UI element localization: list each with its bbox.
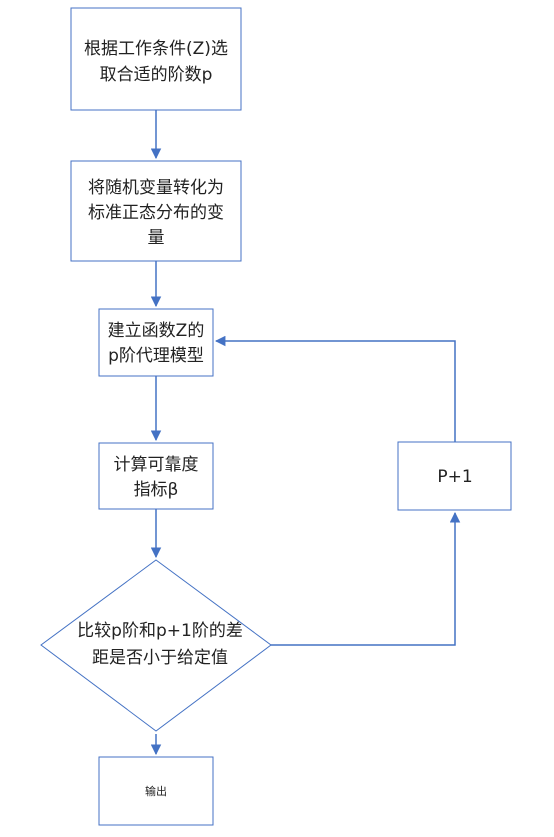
step-output-label: 输出 — [145, 784, 167, 798]
step-select-order-line-2: 取合适的阶数p — [100, 65, 213, 85]
edge-increment-to-build — [214, 335, 456, 442]
decision-compare-line-2: 距是否小于给定值 — [92, 648, 228, 668]
step-transform-line-3: 量 — [148, 228, 165, 248]
edge-compare-to-increment — [271, 511, 461, 646]
step-compute-index-line-2: 指标β — [134, 480, 179, 500]
step-compute-index-line-1: 计算可靠度 — [114, 455, 199, 475]
step-select-order — [70, 7, 242, 111]
step-select-order-line-1: 根据工作条件(Z)选 — [84, 39, 228, 59]
step-increment-label: P+1 — [437, 467, 472, 487]
step-increment — [397, 441, 512, 511]
step-transform-variables — [70, 160, 242, 262]
decision-compare — [40, 559, 272, 732]
step-output — [98, 756, 214, 826]
step-transform-line-2: 标准正态分布的变 — [88, 203, 224, 223]
step-build-model-line-2: p阶代理模型 — [108, 346, 204, 366]
step-compute-index — [98, 442, 214, 510]
step-build-model — [98, 308, 214, 377]
step-transform-line-1: 将随机变量转化为 — [88, 178, 224, 198]
step-build-model-line-1: 建立函数Z的 — [108, 321, 205, 341]
decision-compare-line-1: 比较p阶和p+1阶的差 — [77, 621, 243, 641]
